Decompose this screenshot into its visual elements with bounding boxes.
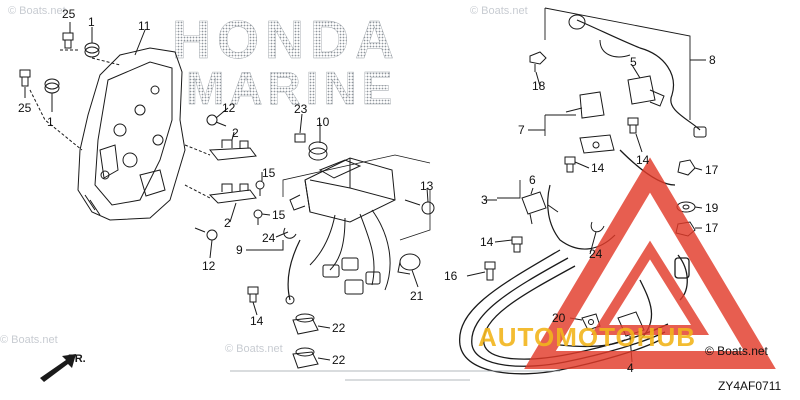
grommet-1-left	[44, 78, 60, 94]
grommet-1-top	[84, 42, 100, 58]
callout-c24b: 24	[589, 247, 603, 261]
callout-c21: 21	[410, 289, 424, 303]
callout-c15a: 15	[262, 166, 276, 180]
battery-cable-8	[568, 14, 707, 138]
callout-c8: 8	[709, 53, 716, 67]
callout-c18: 18	[532, 79, 546, 93]
callout-c6: 6	[529, 173, 536, 187]
front-direction-indicator: FR.	[40, 353, 86, 382]
bolt-12-upper	[206, 114, 227, 127]
callout-c25a: 25	[62, 7, 76, 21]
wire-harness-9	[285, 209, 391, 305]
relay-6	[521, 191, 547, 225]
watermark-boatsnet-2: © Boats.net	[470, 5, 528, 17]
callout-c10: 10	[316, 115, 330, 129]
front-direction-label: FR.	[68, 353, 86, 365]
screw-15-upper	[255, 180, 265, 196]
boot-5-lower	[579, 91, 605, 119]
callout-c4: 4	[627, 361, 634, 375]
clamp-24-right	[590, 221, 605, 233]
electrical-cover-part	[77, 47, 186, 221]
callout-c11: 11	[138, 19, 151, 33]
callout-c22b: 22	[332, 353, 346, 367]
callout-c17b: 17	[705, 221, 719, 235]
cap-22-lower	[292, 347, 319, 369]
callout-c19: 19	[705, 201, 719, 215]
bolt-25-top	[62, 32, 74, 49]
bolt-16	[484, 261, 496, 281]
clamp-24-center	[283, 227, 297, 239]
callout-c9: 9	[236, 243, 243, 257]
brand-honda-text: HONDA	[172, 10, 400, 70]
grommet-10	[308, 141, 328, 161]
bolt-14-left	[247, 286, 259, 303]
callout-c3: 3	[481, 193, 488, 207]
callout-c1b: 1	[47, 115, 54, 129]
callout-c20: 20	[552, 311, 566, 325]
boatsnet-badge: © Boats.net	[705, 344, 769, 358]
callout-c16: 16	[444, 269, 458, 283]
screw-15-lower	[253, 209, 263, 225]
fine-print	[230, 370, 560, 381]
callout-c12a: 12	[222, 101, 236, 115]
diagram-code: ZY4AF0711	[718, 379, 781, 393]
watermark-boatsnet-3: © Boats.net	[0, 334, 58, 346]
terminal-7	[579, 134, 615, 154]
callout-c2a: 2	[232, 126, 239, 140]
callout-c7: 7	[518, 123, 525, 137]
callout-c23: 23	[294, 102, 308, 116]
callout-c14c: 14	[591, 161, 605, 175]
bracket-2-upper	[208, 139, 257, 161]
callout-c24a: 24	[262, 231, 276, 245]
callout-c5: 5	[630, 55, 637, 69]
callout-c22a: 22	[332, 321, 346, 335]
bolt-14-upper	[627, 117, 639, 134]
callout-c15b: 15	[272, 208, 286, 222]
regulator-rectifier-unit	[289, 157, 396, 223]
bracket-2-lower	[208, 183, 257, 204]
callout-c1a: 1	[88, 15, 95, 29]
nut-17-upper	[677, 159, 696, 176]
callout-c14b: 14	[636, 153, 650, 167]
callout-c17a: 17	[705, 163, 719, 177]
callout-c12b: 12	[202, 259, 216, 273]
cover-inner-rim	[94, 61, 173, 206]
collar-23	[294, 133, 306, 143]
brand-marine-text: MARINE	[186, 62, 397, 114]
boot-5-upper	[627, 75, 665, 107]
bolt-14-low	[511, 236, 523, 253]
clamp-21	[397, 253, 421, 275]
bolt-12-lower	[194, 227, 218, 241]
automotohub-wordmark: AUTOMOTOHUB	[478, 322, 696, 352]
callout-c2b: 2	[224, 216, 231, 230]
callout-c14a: 14	[250, 314, 264, 328]
bolt-14-mid	[564, 156, 576, 173]
automotohub-logo: AUTOMOTOHUB	[478, 157, 776, 369]
nut-18	[529, 51, 547, 72]
cap-22-upper	[292, 313, 319, 335]
callout-c14d: 14	[480, 235, 494, 249]
watermark-boatsnet-4: © Boats.net	[225, 343, 283, 355]
callout-c25b: 25	[18, 101, 32, 115]
bolt-25-left	[19, 69, 31, 87]
watermark-boatsnet-1: © Boats.net	[8, 5, 66, 17]
callout-c13: 13	[420, 179, 434, 193]
